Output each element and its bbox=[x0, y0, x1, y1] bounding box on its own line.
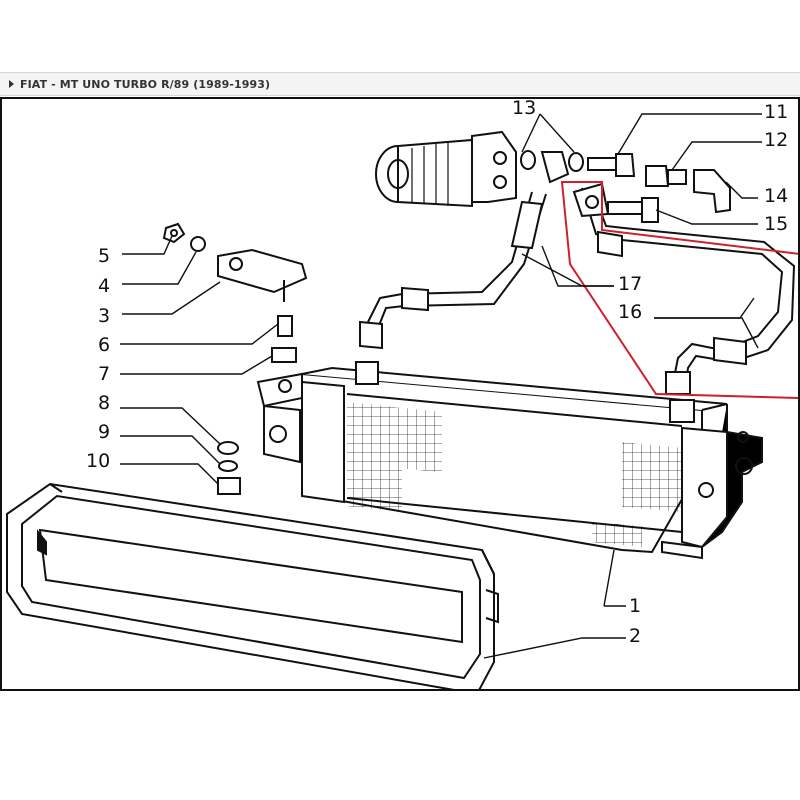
callout-1: 1 bbox=[629, 595, 641, 617]
callout-13: 13 bbox=[512, 99, 536, 119]
callout-11: 11 bbox=[764, 101, 788, 123]
callout-10: 10 bbox=[86, 450, 110, 472]
callout-5: 5 bbox=[98, 245, 110, 267]
triangle-right-icon[interactable] bbox=[9, 80, 14, 88]
callout-8: 8 bbox=[98, 392, 110, 414]
callout-14: 14 bbox=[764, 185, 788, 207]
callout-12: 12 bbox=[764, 129, 788, 151]
callout-16: 16 bbox=[618, 301, 642, 323]
leader-lines bbox=[120, 113, 762, 659]
bottom-blank-area bbox=[0, 691, 800, 800]
air-duct-part bbox=[6, 482, 499, 689]
page-title: FIAT - MT UNO TURBO R/89 (1989-1993) bbox=[20, 77, 271, 91]
title-bar[interactable]: FIAT - MT UNO TURBO R/89 (1989-1993) bbox=[0, 72, 800, 96]
parts-diagram: 1 2 3 4 5 6 7 8 9 10 11 12 13 14 15 16 1… bbox=[0, 97, 800, 691]
callout-17: 17 bbox=[618, 273, 642, 295]
callout-15: 15 bbox=[764, 213, 788, 235]
callout-4: 4 bbox=[98, 275, 110, 297]
oil-filter-housing bbox=[375, 130, 517, 208]
hardware-parts bbox=[162, 150, 731, 495]
exploded-view-drawing: 1 2 3 4 5 6 7 8 9 10 11 12 13 14 15 16 1… bbox=[6, 99, 798, 689]
oil-cooler-radiator bbox=[256, 361, 763, 560]
callout-labels: 1 2 3 4 5 6 7 8 9 10 11 12 13 14 15 16 1… bbox=[86, 99, 788, 647]
callout-7: 7 bbox=[98, 363, 110, 385]
callout-2: 2 bbox=[629, 625, 641, 647]
callout-6: 6 bbox=[98, 334, 110, 356]
oil-hoses bbox=[359, 182, 796, 395]
top-blank-area bbox=[0, 0, 800, 72]
callout-9: 9 bbox=[98, 421, 110, 443]
callout-3: 3 bbox=[98, 305, 110, 327]
